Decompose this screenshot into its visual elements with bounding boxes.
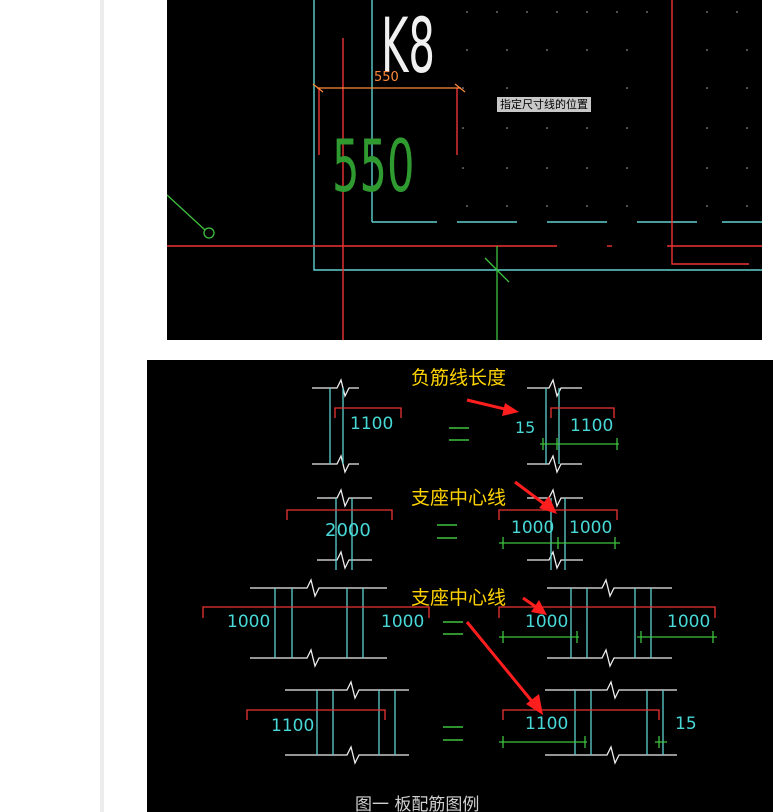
command-tooltip: 指定尺寸线的位置 [497,97,591,112]
r1-right-dim-a: 15 [515,418,536,437]
row2-right-symbol [498,488,620,570]
cad-legend-canvas [202,378,717,765]
row2-left-symbol [286,488,393,570]
green-cursor-lines [167,194,510,340]
row3-equals [443,621,463,635]
row1-right-symbol [527,378,619,474]
row2-equals [437,524,457,539]
row3-left-symbol [202,578,430,668]
r2-right-dim-a: 1000 [511,518,555,538]
r4-right-dim-b: 15 [675,714,697,734]
r4-left-dim: 1100 [271,716,315,736]
row3-right-symbol [498,578,717,668]
row1-left-symbol [312,378,402,474]
r1-left-dim: 1100 [350,414,394,434]
cad-screenshot-top: K8 550 550 指定尺寸线的位置 [167,0,762,340]
r3-right-dim-b: 1000 [667,612,711,632]
row4-right-symbol [499,680,677,765]
dimension-text-large: 550 [332,124,415,208]
figure-caption: 图一 板配筋图例 [355,795,480,812]
k8-label: K8 [381,1,436,90]
r3-right-dim-a: 1000 [525,612,569,632]
red-axis-lines [167,0,762,340]
r4-right-dim-a: 1100 [525,714,569,734]
r3-left-dim-b: 1000 [381,612,425,632]
annotation-support-centerline-1: 支座中心线 [411,487,507,509]
annotation-support-centerline-2: 支座中心线 [411,587,507,609]
cad-top-canvas [167,0,762,340]
red-arrows [465,398,557,715]
cad-screenshot-legend: 负筋线长度 支座中心线 支座中心线 1100 15 1100 2000 1000… [147,360,773,812]
dot-grid [462,11,748,207]
cyan-outline [313,0,762,271]
r2-right-dim-b: 1000 [569,518,613,538]
row1-equals [449,427,469,441]
dimension-line [312,83,466,93]
r2-left-dim: 2000 [325,520,371,541]
annotation-negative-rebar-length: 负筋线长度 [411,367,507,389]
row4-left-symbol [246,680,409,765]
r1-right-dim-b: 1100 [570,416,614,436]
dimension-text-small: 550 [374,70,399,85]
left-gutter [100,0,104,812]
r3-left-dim-a: 1000 [227,612,271,632]
row4-equals [443,726,463,741]
